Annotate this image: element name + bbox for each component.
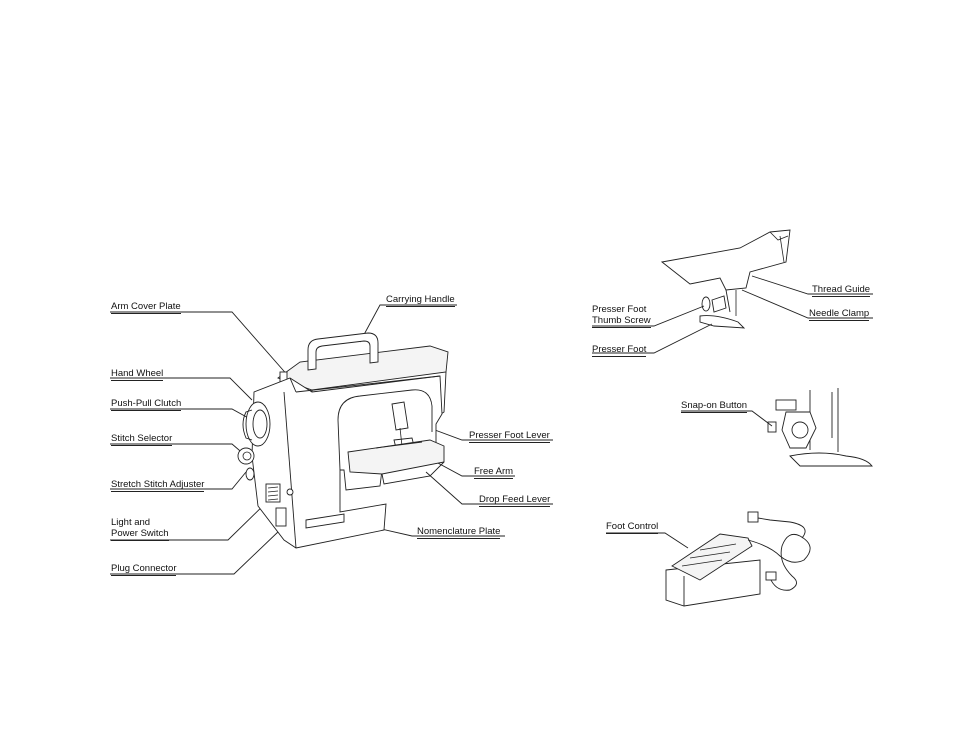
machine-body xyxy=(238,333,448,548)
label-carrying-handle: Carrying Handle xyxy=(386,294,455,307)
label-presser-foot: Presser Foot xyxy=(592,344,646,357)
label-stretch-stitch-adjuster: Stretch Stitch Adjuster xyxy=(111,479,204,492)
label-light-power-switch-line2: Power Switch xyxy=(111,528,169,539)
label-light-power-switch-line1: Light and xyxy=(111,517,169,528)
label-thread-guide: Thread Guide xyxy=(812,284,870,297)
label-presser-foot-thumb-screw: Presser Foot Thumb Screw xyxy=(592,304,651,328)
label-push-pull-clutch: Push-Pull Clutch xyxy=(111,398,181,411)
label-arm-cover-plate: Arm Cover Plate xyxy=(111,301,181,314)
label-needle-clamp: Needle Clamp xyxy=(809,308,869,321)
label-stitch-selector: Stitch Selector xyxy=(111,433,172,446)
label-thumb-screw-line2: Thumb Screw xyxy=(592,315,651,326)
label-snap-on-button: Snap-on Button xyxy=(681,400,747,413)
label-foot-control: Foot Control xyxy=(606,521,658,534)
label-thumb-screw-line1: Presser Foot xyxy=(592,304,651,315)
label-nomenclature-plate: Nomenclature Plate xyxy=(417,526,500,539)
label-drop-feed-lever: Drop Feed Lever xyxy=(479,494,550,507)
label-presser-foot-lever: Presser Foot Lever xyxy=(469,430,550,443)
label-hand-wheel: Hand Wheel xyxy=(111,368,163,381)
label-light-power-switch: Light and Power Switch xyxy=(111,517,169,541)
label-plug-connector: Plug Connector xyxy=(111,563,176,576)
label-free-arm: Free Arm xyxy=(474,466,513,479)
